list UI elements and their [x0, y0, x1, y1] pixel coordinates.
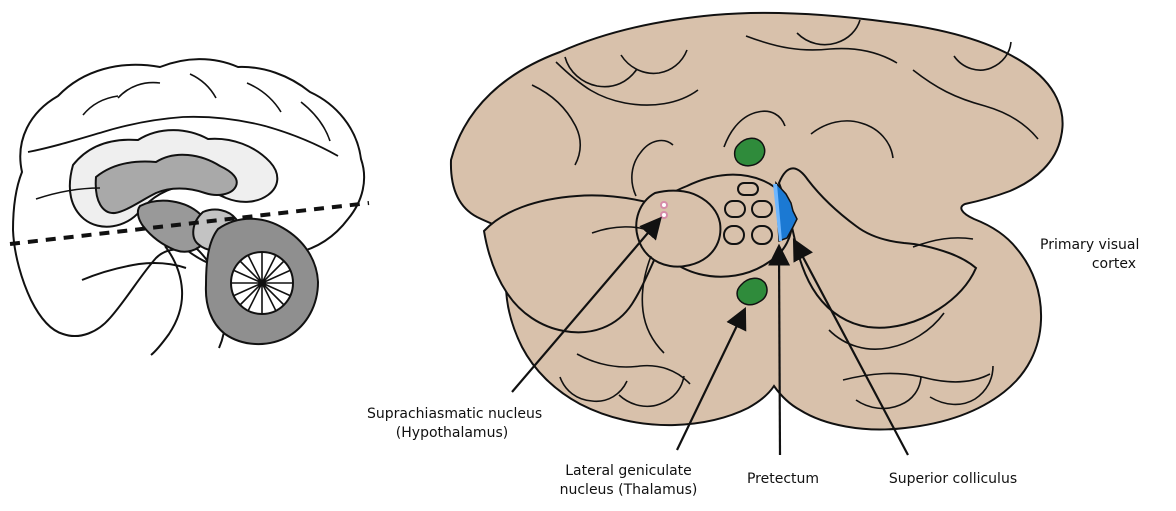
- superior-colliculus-label: Superior colliculus: [876, 470, 1030, 489]
- primary-visual-cortex-label-line2: cortex: [1040, 255, 1136, 274]
- suprachiasmatic-label: Suprachiasmatic nucleus (Hypothalamus): [367, 405, 537, 443]
- lateral-geniculate-label: Lateral geniculate nucleus (Thalamus): [551, 462, 706, 500]
- primary-visual-cortex-label: Primary visual cortex: [1040, 236, 1136, 274]
- pretectum-label: Pretectum: [734, 470, 832, 489]
- suprachiasmatic-marker-left: [661, 202, 667, 208]
- superior-colliculus-label-text: Superior colliculus: [876, 470, 1030, 489]
- primary-visual-cortex-label-line1: Primary visual: [1040, 236, 1136, 255]
- arrow-pretectum: [779, 248, 780, 455]
- horizontal-brain: [451, 13, 1063, 430]
- lateral-geniculate-label-line2: nucleus (Thalamus): [551, 481, 706, 500]
- suprachiasmatic-label-line2: (Hypothalamus): [367, 424, 537, 443]
- suprachiasmatic-marker-right: [661, 212, 667, 218]
- lateral-geniculate-label-line1: Lateral geniculate: [551, 462, 706, 481]
- sagittal-brain: [10, 59, 369, 355]
- pretectum-label-text: Pretectum: [734, 470, 832, 489]
- suprachiasmatic-label-line1: Suprachiasmatic nucleus: [367, 405, 537, 424]
